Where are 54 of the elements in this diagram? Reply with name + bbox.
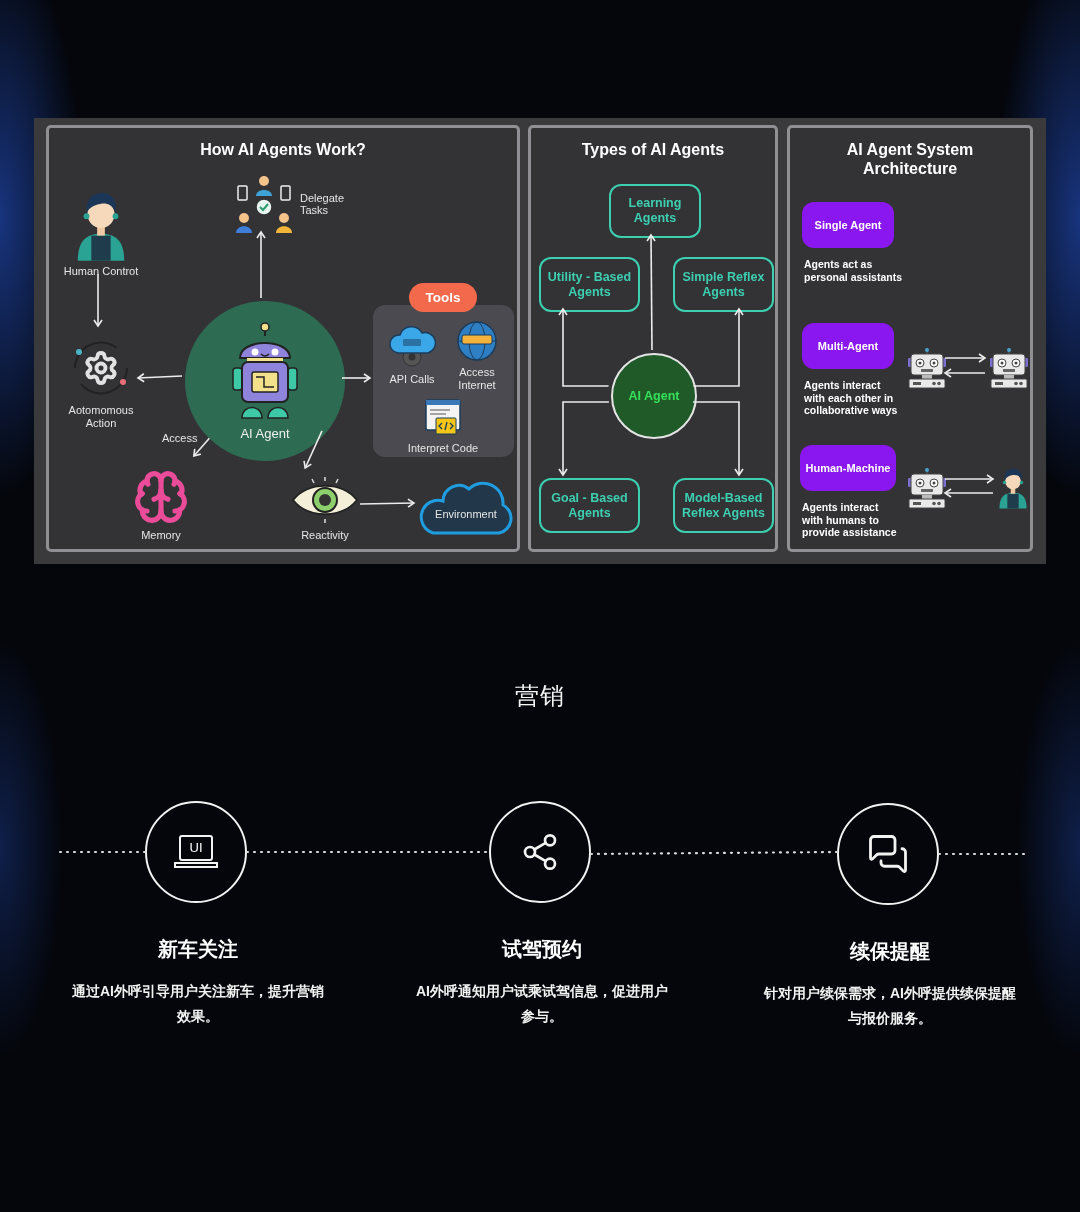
- node-label: Environment: [435, 507, 497, 521]
- arrow: [341, 373, 371, 383]
- arrow: [558, 308, 610, 387]
- node-label: AI Agent: [240, 425, 290, 441]
- section-heading: 营销: [514, 681, 566, 711]
- node-label: Delegate Tasks: [300, 191, 346, 217]
- arrow: [93, 273, 103, 327]
- arrow: [558, 401, 610, 476]
- arrow: [137, 372, 183, 383]
- dotted-line: [937, 852, 1027, 856]
- ui-text: UI: [188, 839, 204, 857]
- agent-type-box: Utility - Based Agents: [539, 257, 640, 312]
- panel: [528, 125, 778, 552]
- panel-title: How AI Agents Work?: [199, 140, 367, 159]
- agent-type-box: Goal - Based Agents: [539, 478, 640, 533]
- arrow: [303, 430, 323, 469]
- node-label: Aotomomous Action: [67, 404, 135, 429]
- feature-description: 针对用户续保需求，AI外呼提供续保提醒与报价服务。: [762, 984, 1017, 1028]
- arrow: [646, 234, 656, 351]
- panel: [46, 125, 520, 552]
- arrow: [944, 488, 994, 498]
- dotted-line: [58, 850, 147, 854]
- feature-title: 续保提醒: [848, 939, 931, 963]
- node-label: Human Controt: [63, 264, 139, 277]
- arrow: [692, 401, 744, 476]
- tools-tag: Tools: [409, 283, 477, 312]
- dotted-line: [589, 850, 839, 856]
- agent-type-box: Simple Reflex Agents: [673, 257, 774, 312]
- node-label: Access Internet: [457, 366, 497, 391]
- agent-type-box: Learning Agents: [609, 184, 701, 238]
- panel-title: AI Agent System Architecture: [845, 140, 975, 178]
- edge-label: Access: [160, 432, 200, 444]
- node-label: Memory: [141, 528, 181, 541]
- node-label: API Calls: [389, 372, 435, 385]
- arrow: [256, 231, 266, 299]
- feature-description: AI外呼通知用户试乘试驾信息，促进用户参与。: [415, 982, 669, 1026]
- node-label: Reactivity: [301, 528, 349, 541]
- description-text: Agents interact with each other in collaborative ways: [804, 379, 899, 417]
- arrow: [692, 308, 744, 387]
- agent-type-box: Model-Based Reflex Agents: [673, 478, 774, 533]
- arrow: [193, 437, 211, 457]
- arrow: [944, 368, 986, 378]
- description-text: Agents interact with humans to provide assistance: [802, 501, 898, 539]
- panel: [787, 125, 1033, 552]
- arrow: [944, 353, 986, 363]
- node-label: Interpret Code: [407, 441, 479, 454]
- panel-title: Types of AI Agents: [580, 140, 726, 159]
- feature-title: 试驾预约: [500, 937, 583, 961]
- arrow: [359, 498, 415, 508]
- description-text: Agents act as personal assistants: [804, 258, 904, 283]
- feature-title: 新车关注: [157, 937, 239, 961]
- arrow: [944, 474, 994, 484]
- feature-description: 通过AI外呼引导用户关注新车，提升营销效果。: [71, 982, 325, 1026]
- agent-circle: AI Agent: [611, 353, 697, 439]
